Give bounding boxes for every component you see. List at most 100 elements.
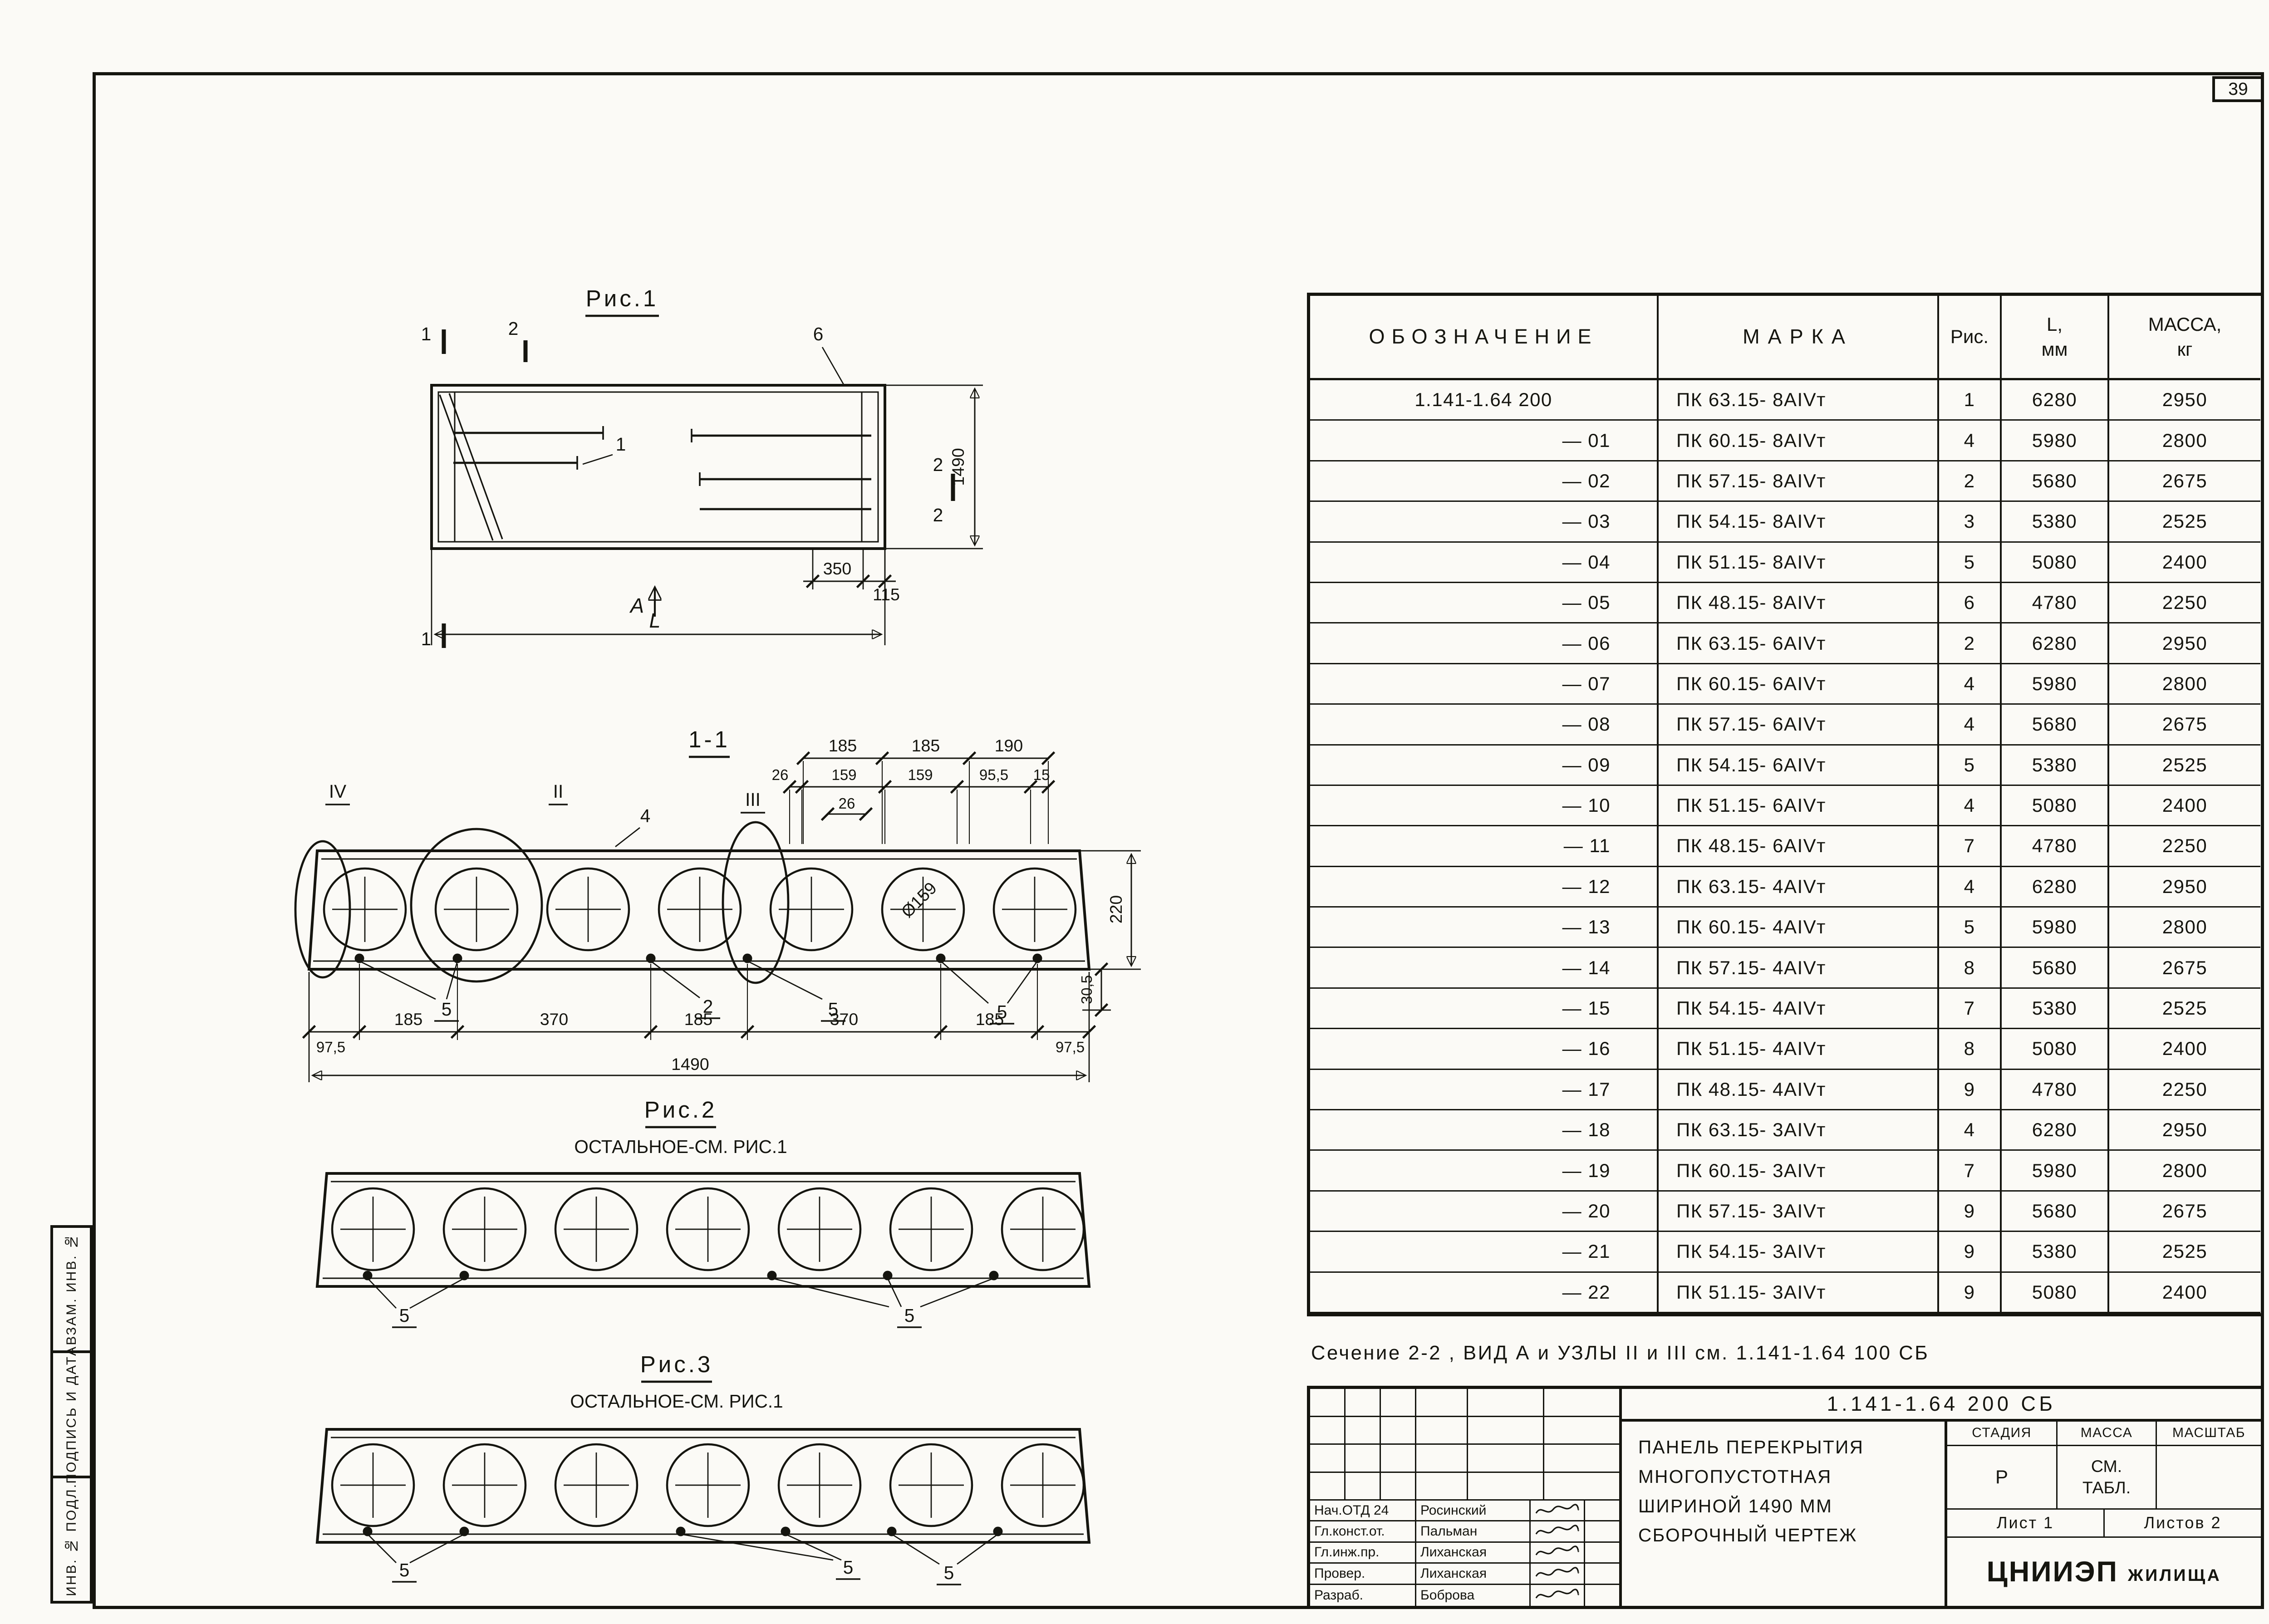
signature-scribble: [1535, 1525, 1579, 1535]
cell-designation: 1.141-1.64 200: [1310, 380, 1659, 421]
col-header-fig: Рис.: [1939, 296, 2002, 380]
cell-figure: 9: [1939, 1232, 2002, 1273]
cell-figure: 2: [1939, 623, 2002, 664]
dim-26a: 26: [772, 766, 789, 783]
cell-mass: 2800: [2109, 664, 2260, 705]
signature-row: Провер. Лиханская: [1310, 1564, 1619, 1585]
cell-length: 6280: [2002, 1110, 2109, 1151]
section-1-1-drawing: 1-1 IV II III 4 185 185 190 26 159: [294, 726, 1141, 1082]
hollow-circle: [324, 868, 406, 950]
edge-stamp-column: ВЗАМ. ИНВ. № ПОДПИСЬ И ДАТА ИНВ. № ПОДЛ.: [50, 1225, 93, 1604]
signature-name: Пальман: [1416, 1521, 1531, 1541]
signature-row: Гл.конст.от. Пальман: [1310, 1521, 1619, 1543]
cell-length: 5680: [2002, 948, 2109, 989]
cell-mass: 2675: [2109, 948, 2260, 989]
col-header-mark: МАРКА: [1659, 296, 1939, 380]
figure-3: Рис.3 ОСТАЛЬНОЕ-СМ. РИС.1 5 5: [315, 1351, 1091, 1585]
figure-3-subtitle: ОСТАЛЬНОЕ-СМ. РИС.1: [570, 1391, 783, 1412]
node-iii-boundary: [722, 821, 790, 984]
cell-figure: 7: [1939, 988, 2002, 1030]
cell-mass: 2675: [2109, 1192, 2260, 1232]
signature-row: Нач.ОТД 24 Росинский: [1310, 1501, 1619, 1522]
cell-length: 5080: [2002, 785, 2109, 827]
signature-role: Провер.: [1310, 1564, 1416, 1584]
dim-top-185b: 185: [912, 736, 940, 755]
signature-date-cell: [1585, 1564, 1619, 1583]
dim-370-2: 370: [830, 1010, 859, 1029]
organization-suffix: ЖИЛИЩА: [2127, 1565, 2222, 1585]
cell-figure: 4: [1939, 421, 2002, 461]
page-number-box: 39: [2212, 76, 2264, 102]
figure-1-title: Рис.1: [586, 285, 659, 311]
dim-15: 15: [1033, 766, 1050, 783]
dim-panel-width-1490: 1490: [948, 448, 968, 486]
callout-5-right: 5: [944, 1562, 954, 1583]
cell-figure: 4: [1939, 1110, 2002, 1151]
cell-mark: ПК 48.15- 6АIVт: [1659, 826, 1939, 867]
cell-figure: 8: [1939, 1029, 2002, 1070]
dim-top-185a: 185: [829, 736, 857, 755]
signature-date-cell: [1585, 1501, 1619, 1520]
signature-row: Гл.инж.пр. Лиханская: [1310, 1542, 1619, 1564]
signature-cell: [1531, 1501, 1585, 1521]
signature-date-cell: [1585, 1585, 1619, 1606]
cell-figure: 5: [1939, 542, 2002, 583]
dim-97-5-right: 97,5: [1056, 1039, 1085, 1055]
cell-mark: ПК 51.15- 3АIVт: [1659, 1272, 1939, 1313]
sheet-number: Лист 1: [1947, 1509, 2105, 1537]
cell-mass: 2800: [2109, 908, 2260, 948]
dim-185-3: 185: [976, 1010, 1004, 1029]
cell-mark: ПК 57.15- 4АIVт: [1659, 948, 1939, 989]
hollow-circle: [332, 1188, 414, 1270]
cell-mass: 2675: [2109, 705, 2260, 746]
figure-2: Рис.2 ОСТАЛЬНОЕ-СМ. РИС.1 5 5: [315, 1097, 1091, 1328]
cell-designation: — 02: [1310, 461, 1659, 502]
edge-stamp: ИНВ. № ПОДЛ.: [50, 1476, 93, 1604]
cell-mass: 2400: [2109, 1273, 2260, 1313]
section-note: Сечение 2-2 , ВИД А и УЗЛЫ II и III см. …: [1311, 1342, 1930, 1364]
cell-figure: 8: [1939, 948, 2002, 989]
signature-cell: [1531, 1585, 1585, 1606]
hollow-circle: [444, 1188, 526, 1270]
cell-mass: 2400: [2109, 786, 2260, 827]
cell-mark: ПК 57.15- 6АIVт: [1659, 705, 1939, 746]
signature-name: Боброва: [1416, 1585, 1531, 1606]
cell-mass: 2525: [2109, 746, 2260, 786]
figure-2-subtitle: ОСТАЛЬНОЕ-СМ. РИС.1: [574, 1136, 787, 1157]
cell-designation: — 09: [1310, 745, 1659, 786]
cell-length: 5380: [2002, 988, 2109, 1030]
cell-length: 6280: [2002, 867, 2109, 908]
organization: ЦНИИЭП ЖИЛИЩА: [1947, 1538, 2261, 1606]
callout-5-c: 5: [997, 1001, 1007, 1022]
cell-mass: 2525: [2109, 502, 2260, 543]
cell-figure: 5: [1939, 745, 2002, 786]
callout-mesh-6: 6: [813, 324, 824, 344]
signature-name: Росинский: [1416, 1501, 1531, 1521]
cell-length: 4780: [2002, 826, 2109, 867]
col-header-mass: МАССА, кг: [2109, 296, 2260, 380]
cell-length: 5680: [2002, 705, 2109, 746]
cell-figure: 4: [1939, 867, 2002, 908]
title-block-meta: СТАДИЯ МАССА МАСШТАБ Р СМ. ТАБЛ. Лист 1: [1947, 1422, 2261, 1606]
section-2-mark-right-a: 2: [933, 454, 943, 475]
revision-table: [1310, 1389, 1619, 1501]
section-1-1-title: 1-1: [688, 726, 730, 752]
cell-mass: 2950: [2109, 1110, 2260, 1151]
cell-mark: ПК 60.15- 3АIVт: [1659, 1151, 1939, 1192]
dim-115: 115: [873, 585, 900, 604]
figure-1-plan: Рис.1 1 2 1 6 2: [421, 285, 983, 649]
hollow-circle: [882, 868, 964, 950]
cell-figure: 6: [1939, 583, 2002, 624]
cell-designation: — 05: [1310, 583, 1659, 624]
col-header-mass-bottom: кг: [2177, 338, 2193, 360]
cell-designation: — 06: [1310, 623, 1659, 664]
dim-95-5: 95,5: [979, 766, 1008, 783]
scale-value: [2157, 1446, 2261, 1508]
cell-designation: — 07: [1310, 664, 1659, 705]
signature-scribble: [1535, 1503, 1579, 1514]
signature-role: Нач.ОТД 24: [1310, 1501, 1416, 1521]
cell-length: 5080: [2002, 1272, 2109, 1313]
section-1-mark-bottom: 1: [421, 628, 432, 649]
cell-mark: ПК 63.15- 4АIVт: [1659, 867, 1939, 908]
